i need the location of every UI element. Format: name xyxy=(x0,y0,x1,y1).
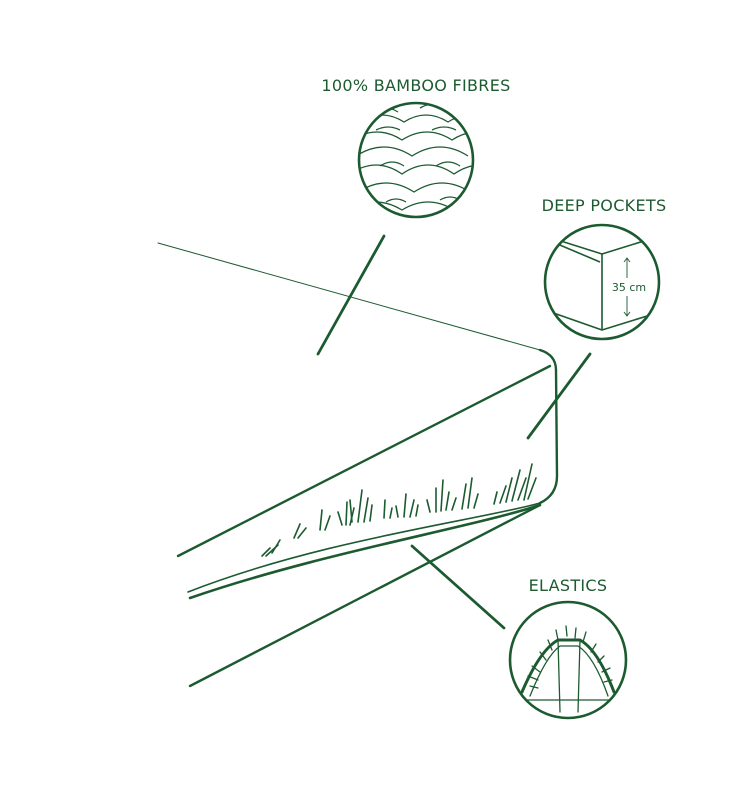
mattress-underside-edge xyxy=(188,503,542,688)
mattress-corner-icon: 35 cm xyxy=(543,223,661,341)
elastic-hem-upper xyxy=(187,502,541,593)
mattress-top-front-edge xyxy=(176,364,552,558)
elastic-gather-strokes xyxy=(261,463,537,557)
elastic-hem-lower xyxy=(188,503,542,600)
bamboo-callout-title: 100% BAMBOO FIBRES xyxy=(321,76,510,95)
elastics-callout-title: ELASTICS xyxy=(529,576,608,595)
mattress-illustration xyxy=(157,242,559,688)
pockets-callout-title: DEEP POCKETS xyxy=(542,196,667,215)
elastic-corner-icon xyxy=(508,600,628,720)
elastics-callout-line xyxy=(410,544,506,630)
pockets-depth-label: 35 cm xyxy=(612,281,646,294)
pockets-callout-line xyxy=(526,352,592,440)
mattress-top-corner xyxy=(538,348,558,372)
elastics-callout: ELASTICS xyxy=(508,576,628,720)
mattress-vertical-corner-edge xyxy=(538,368,559,505)
depth-arrow xyxy=(623,257,631,317)
bamboo-callout: 100% BAMBOO FIBRES xyxy=(321,76,510,219)
bamboo-fibre-texture-icon xyxy=(357,101,475,219)
callout-lines xyxy=(316,234,592,630)
bamboo-callout-line xyxy=(316,234,386,356)
pockets-callout: DEEP POCKETS 35 cm xyxy=(542,196,667,341)
